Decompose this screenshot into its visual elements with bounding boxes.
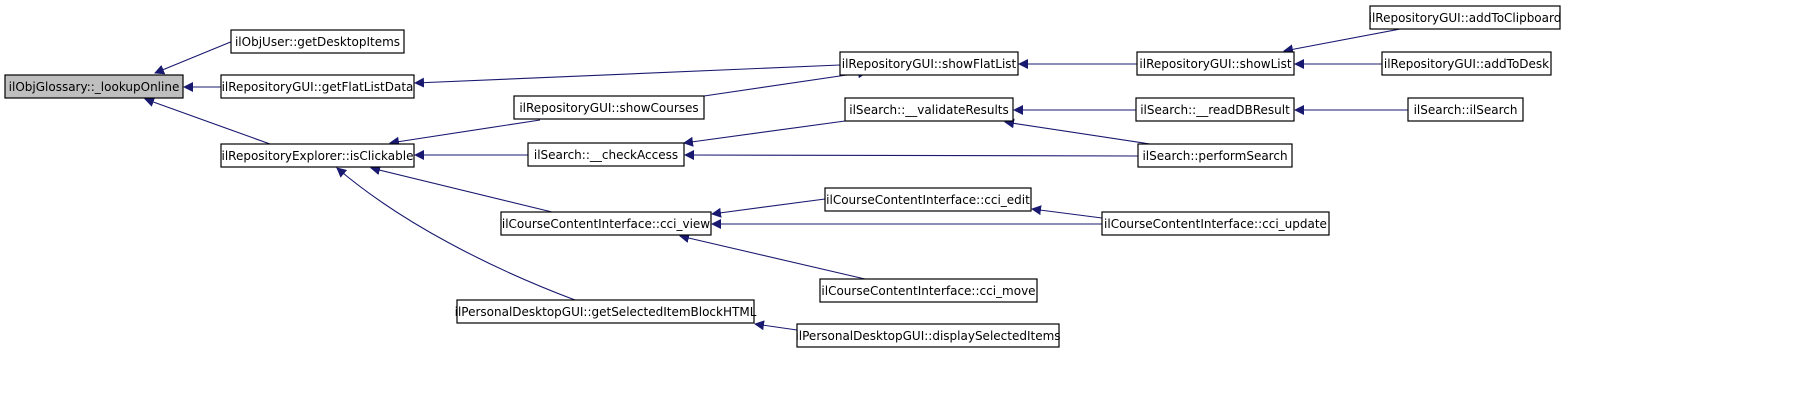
- node-box: [796, 323, 1060, 348]
- graph-node[interactable]: ilSearch::__validateResults: [844, 97, 1014, 122]
- node-box: [1135, 97, 1295, 122]
- graph-node[interactable]: ilObjGlossary::_lookupOnline: [4, 74, 184, 99]
- node-box: [1136, 51, 1295, 76]
- graph-node[interactable]: ilSearch::__readDBResult: [1135, 97, 1295, 122]
- edge-n1-to-n0: [154, 40, 234, 75]
- edge-n13-to-n10: [1004, 118, 1151, 145]
- node-label: ilSearch::performSearch: [1142, 149, 1287, 163]
- edges-layer: [144, 28, 1408, 331]
- edge-n3-to-n0: [144, 97, 271, 145]
- edge-n6-to-n5: [1283, 28, 1401, 55]
- nodes-layer: ilObjGlossary::_lookupOnline ilObjUser::g…: [4, 5, 1562, 348]
- graph-node[interactable]: ilObjUser::getDesktopItems: [230, 29, 405, 54]
- graph-node[interactable]: ilRepositoryGUI::showCourses: [513, 95, 705, 120]
- edge-n16-to-n15: [1031, 205, 1103, 219]
- node-label: ilPersonalDesktopGUI::getSelectedItemBlo…: [455, 305, 757, 319]
- edge-n8-to-n3: [389, 119, 541, 147]
- graph-node[interactable]: ilRepositoryGUI::getFlatListData: [220, 74, 415, 99]
- node-box: [1407, 97, 1524, 122]
- edge-n13-to-n9: [684, 150, 1139, 161]
- node-label: ilRepositoryGUI::addToDesk: [1384, 57, 1549, 71]
- graph-node[interactable]: ilSearch::ilSearch: [1407, 97, 1524, 122]
- node-label: ilObjUser::getDesktopItems: [235, 35, 400, 49]
- node-label: ilRepositoryGUI::getFlatListData: [222, 80, 414, 94]
- node-label: ilSearch::__readDBResult: [1140, 103, 1290, 117]
- node-box: [1381, 51, 1552, 76]
- node-box: [456, 299, 755, 324]
- node-box: [527, 142, 685, 167]
- graph-node[interactable]: ilCourseContentInterface::cci_move: [819, 278, 1038, 303]
- graph-node[interactable]: ilCourseContentInterface::cci_view: [500, 211, 712, 236]
- edge-n15-to-n14: [711, 198, 826, 218]
- node-box: [819, 278, 1038, 303]
- graph-node[interactable]: ilCourseContentInterface::cci_update: [1101, 211, 1330, 236]
- node-label: ilObjGlossary::_lookupOnline: [9, 80, 180, 94]
- node-box: [1101, 211, 1330, 236]
- node-label: ilRepositoryGUI::showFlatList: [842, 57, 1017, 71]
- node-box: [220, 143, 415, 168]
- node-label: ilSearch::__validateResults: [849, 103, 1009, 117]
- node-label: ilCourseContentInterface::cci_view: [502, 217, 710, 231]
- node-box: [839, 51, 1019, 76]
- node-label: ilRepositoryGUI::showList: [1139, 57, 1291, 71]
- node-box: [824, 187, 1032, 212]
- node-label: ilRepositoryGUI::showCourses: [519, 101, 698, 115]
- node-box: [4, 74, 184, 99]
- graph-node[interactable]: ilCourseContentInterface::cci_edit: [824, 187, 1032, 212]
- node-label: ilCourseContentInterface::cci_update: [1104, 217, 1327, 231]
- graph-node[interactable]: ilSearch::__checkAccess: [527, 142, 685, 167]
- node-label: ilSearch::ilSearch: [1414, 103, 1518, 117]
- node-label: ilPersonalDesktopGUI::displaySelectedIte…: [795, 329, 1060, 343]
- edge-n10-to-n9: [683, 120, 846, 147]
- node-label: ilRepositoryGUI::addToClipboard: [1369, 11, 1562, 25]
- node-box: [513, 95, 705, 120]
- node-box: [220, 74, 415, 99]
- edge-n8-to-n4: [703, 68, 868, 97]
- edge-n14-to-n3: [370, 165, 553, 213]
- edge-n18-to-n3: [336, 167, 576, 301]
- graph-node[interactable]: ilRepositoryGUI::addToClipboard: [1369, 5, 1562, 30]
- edge-n19-to-n18: [754, 320, 798, 331]
- edge-n17-to-n14: [679, 233, 866, 280]
- node-box: [844, 97, 1014, 122]
- graph-node[interactable]: ilPersonalDesktopGUI::displaySelectedIte…: [795, 323, 1061, 348]
- graph-node[interactable]: ilPersonalDesktopGUI::getSelectedItemBlo…: [455, 299, 757, 324]
- node-box: [230, 29, 405, 54]
- node-box: [1137, 143, 1293, 168]
- node-box: [1369, 5, 1561, 30]
- graph-node[interactable]: ilRepositoryGUI::addToDesk: [1381, 51, 1552, 76]
- edge-n4-to-n2: [414, 64, 841, 88]
- node-label: ilCourseContentInterface::cci_move: [821, 284, 1035, 298]
- node-label: ilRepositoryExplorer::isClickable: [222, 149, 414, 163]
- node-label: ilCourseContentInterface::cci_edit: [826, 193, 1030, 207]
- graph-node[interactable]: ilRepositoryGUI::showList: [1136, 51, 1295, 76]
- graph-node[interactable]: ilSearch::performSearch: [1137, 143, 1293, 168]
- node-box: [500, 211, 712, 236]
- node-label: ilSearch::__checkAccess: [534, 148, 678, 162]
- graph-node[interactable]: ilRepositoryGUI::showFlatList: [839, 51, 1019, 76]
- graph-node[interactable]: ilRepositoryExplorer::isClickable: [220, 143, 415, 168]
